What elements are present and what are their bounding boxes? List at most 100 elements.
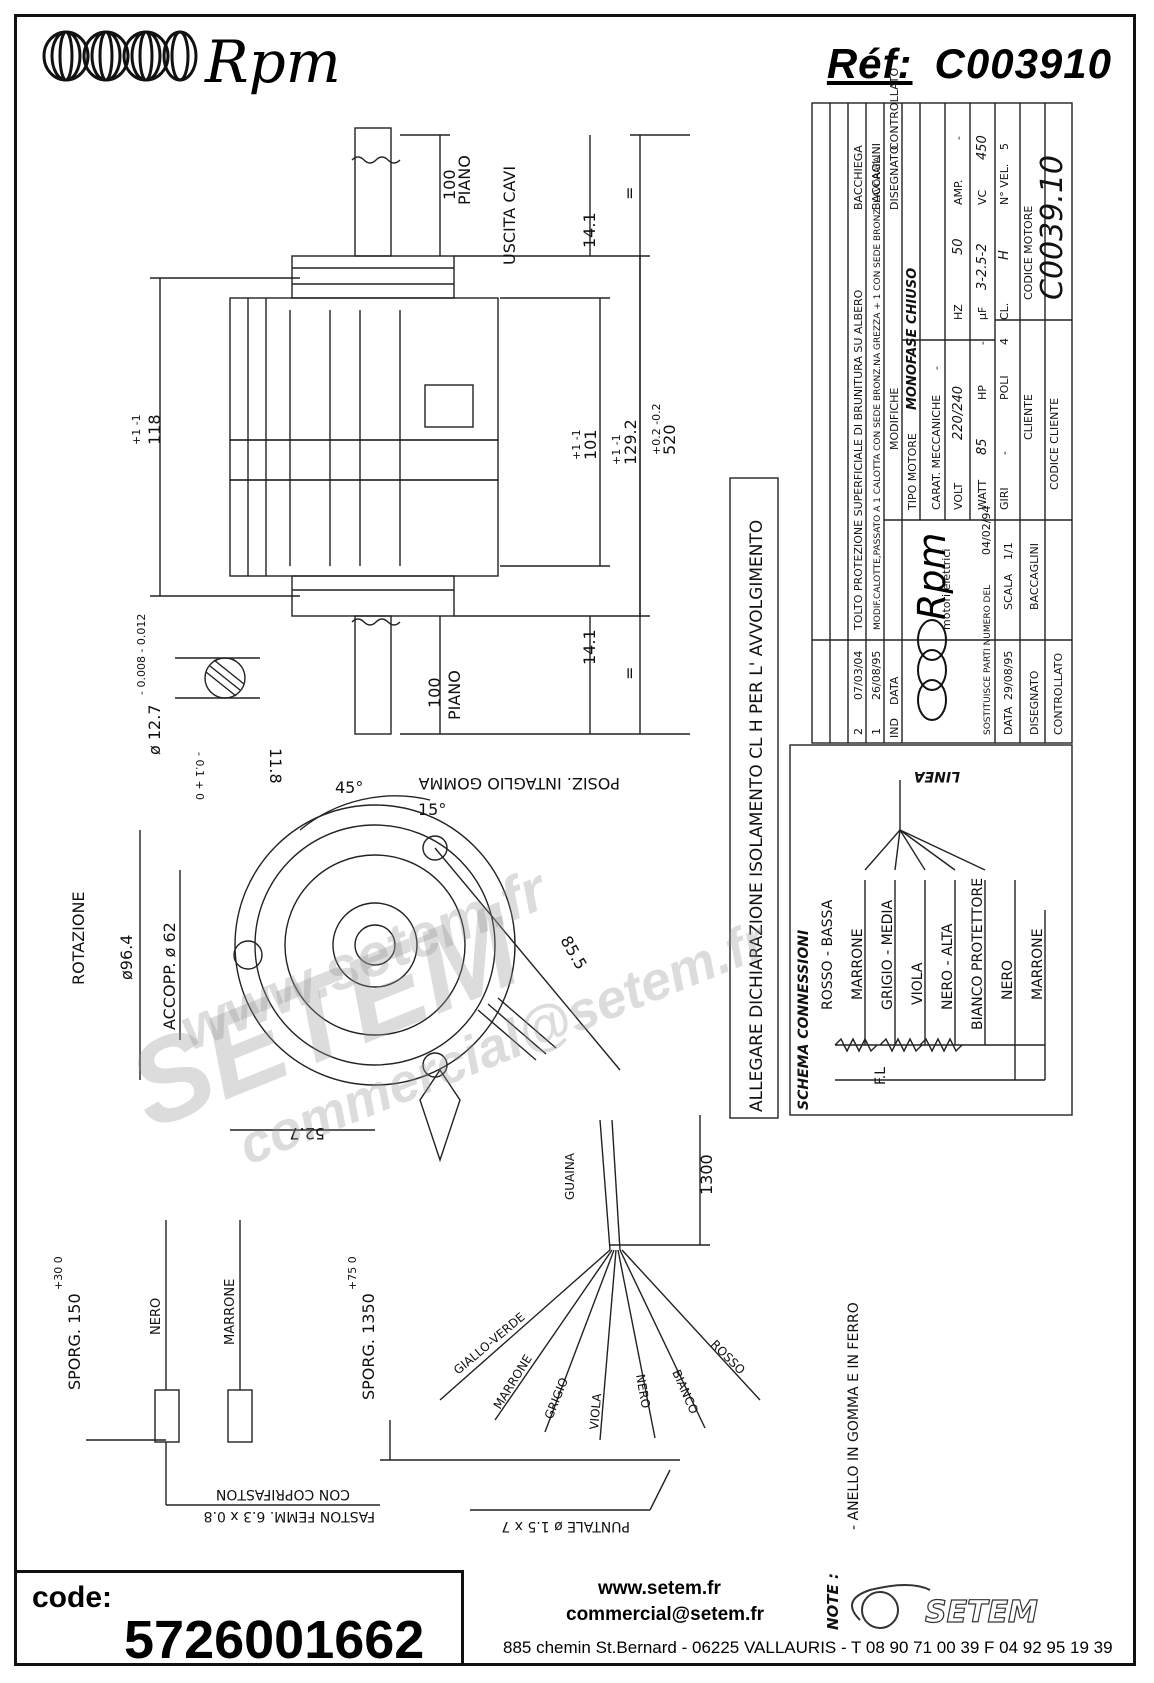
rpm-coil-logo: [42, 30, 198, 82]
tb-data-label: DATA: [1002, 706, 1015, 735]
tb-volt-label: VOLT: [952, 482, 965, 510]
label-piano-top: PIANO: [455, 155, 474, 205]
code-label: code:: [32, 1581, 113, 1614]
rev-1-date: 26/08/95: [870, 651, 883, 700]
dim-100-bottom: 100: [425, 677, 444, 708]
schema-wire-6: BIANCO PROTETTORE: [970, 878, 986, 1030]
note-text: - ANELLO IN GOMMA E IN FERRO: [846, 1302, 862, 1530]
dim-520: 520: [660, 424, 679, 455]
tb-cl-value: H: [997, 250, 1012, 260]
tb-scala-value: 1/1: [1002, 542, 1015, 560]
schema-box: [789, 744, 1073, 1116]
label-uscita-cavi: USCITA CAVI: [500, 166, 519, 265]
allegare-text: ALLEGARE DICHIARAZIONE ISOLAMENTO CL H P…: [747, 520, 767, 1112]
motor-body-upper: [229, 297, 499, 441]
tb-carat-value: -: [930, 366, 943, 370]
schema-title: SCHEMA CONNESSIONI: [796, 930, 812, 1110]
dim-angle-45: 45°: [335, 778, 363, 797]
dim-520-tol: +0.2 -0.2: [650, 403, 663, 455]
dim-100-top: 100: [440, 169, 459, 200]
tb-sostituisce: SOSTITUISCE PARTI NUMERO DEL: [983, 585, 993, 735]
footer-email[interactable]: commercial@setem.fr: [566, 1604, 765, 1625]
schema-wire-1: ROSSO - BASSA: [820, 899, 836, 1010]
tb-scala-label: SCALA: [1002, 573, 1015, 610]
label-posiz-intaglio: POSIZ. INTAGLIO GOMMA: [419, 774, 620, 793]
rev-header-modifiche: MODIFICHE: [888, 388, 901, 450]
wire-nero-short: NERO: [149, 1298, 164, 1335]
ref-label: Réf:: [826, 40, 913, 87]
tb-hp-value: -: [976, 341, 989, 345]
dim-129-tol: +1 -1: [610, 434, 623, 465]
tb-hp-label: HP: [976, 385, 989, 400]
tb-hz-value: 50: [951, 238, 966, 255]
setem-logo-text: SETEM: [925, 1595, 1038, 1630]
rev-2-text: TOLTO PROTEZIONE SUPERFICIALE DI BRUNITU…: [852, 289, 865, 631]
schema-wire-4: VIOLA: [910, 962, 926, 1005]
tb-watt-label: WATT: [976, 480, 989, 510]
wire-nero: NERO: [633, 1373, 653, 1409]
tb-codice-motore-label: CODICE MOTORE: [1022, 206, 1035, 300]
label-faston: FASTON FEMM. 6.3 x 0.8: [204, 1508, 375, 1524]
end-bell-top: [291, 255, 455, 299]
wire-marrone: MARRONE: [491, 1352, 535, 1411]
motor-body-lower: [229, 479, 499, 577]
schema-wire-3: GRIGIO - MEDIA: [880, 900, 896, 1010]
tb-tipo-motore-value: MONOFASE CHIUSO: [905, 268, 920, 410]
dim-sporg-1350-tol: +75 0: [346, 1256, 359, 1290]
label-piano-bottom: PIANO: [445, 670, 464, 720]
dim-eq-bottom: =: [620, 667, 639, 680]
dim-85-5: 85.5: [557, 933, 591, 973]
tb-poli-value: 4: [998, 338, 1011, 345]
dim-101-tol: +1 -1: [570, 429, 583, 460]
wire-rosso: ROSSO: [708, 1337, 748, 1377]
schema-fl: F.L: [873, 1067, 889, 1085]
wire-bianco: BIANCO: [669, 1368, 701, 1416]
rev-1-by: BACCAGLINI: [870, 143, 883, 210]
note-label: NOTE :: [824, 1573, 842, 1630]
dim-118: 118: [145, 414, 164, 445]
tb-codice-motore-value: C0039.10: [1035, 155, 1070, 300]
tb-cliente-label: CLIENTE: [1022, 394, 1035, 440]
tb-poli-label: POLI: [998, 375, 1011, 400]
tb-carat-label: CARAT. MECCANICHE: [930, 395, 943, 510]
tb-cl-label: CL.: [998, 303, 1011, 320]
dim-129-2: 129.2: [621, 419, 640, 465]
tb-hz-label: HZ: [952, 304, 965, 320]
tb-uf-value: 3-2.5-2: [975, 243, 990, 290]
tb-sost-date: 04/02/94: [980, 506, 993, 555]
footer-website[interactable]: www.setem.fr: [598, 1578, 721, 1599]
dim-shaft-diameter: ø 12.7: [145, 705, 164, 756]
tb-giri-value: -: [998, 451, 1011, 455]
faston-marrone: [227, 1389, 253, 1443]
tb-data-value: 29/08/95: [1002, 651, 1015, 700]
code-box: code: 5726001662: [14, 1570, 464, 1670]
brand-name: Rpm: [205, 28, 341, 96]
wire-viola: VIOLA: [587, 1392, 604, 1430]
allegare-box: [729, 477, 779, 1119]
dim-52-7: 52.7: [289, 1124, 325, 1143]
tb-amp-label: AMP.: [952, 180, 965, 205]
dim-1300: 1300: [697, 1154, 716, 1195]
dim-flat: 11.8: [266, 748, 285, 784]
tb-codice-cliente-label: CODICE CLIENTE: [1048, 398, 1061, 490]
rev-header-data: DATA: [888, 676, 901, 705]
footer-address: 885 chemin St.Bernard - 06225 VALLAURIS …: [503, 1638, 1113, 1657]
tb-tipo-motore-label: TIPO MOTORE: [906, 433, 919, 511]
tb-amp-value: -: [952, 136, 965, 140]
dim-96-4: ø96.4: [117, 935, 136, 980]
title-block: [811, 102, 1073, 744]
tb-giri-label: GIRI: [998, 487, 1011, 510]
rev-1-n: 1: [870, 728, 883, 735]
rev-2-n: 2: [852, 728, 865, 735]
tb-vc-label: VC: [976, 189, 989, 205]
end-bell-bottom: [291, 575, 455, 617]
dim-accopp: ACCOPP. ø 62: [160, 922, 179, 1030]
schema-wire-5: NERO - ALTA: [940, 923, 956, 1010]
rev-2-by: BACCHIEGA: [852, 145, 865, 210]
schema-wire-2: MARRONE: [850, 929, 866, 1000]
shaft-top: [354, 127, 392, 257]
tb-disegnato-label: DISEGNATO: [1028, 670, 1041, 735]
dim-shaft-tol: - 0.008 - 0.012: [135, 614, 148, 695]
tb-watt-value: 85: [975, 438, 990, 455]
